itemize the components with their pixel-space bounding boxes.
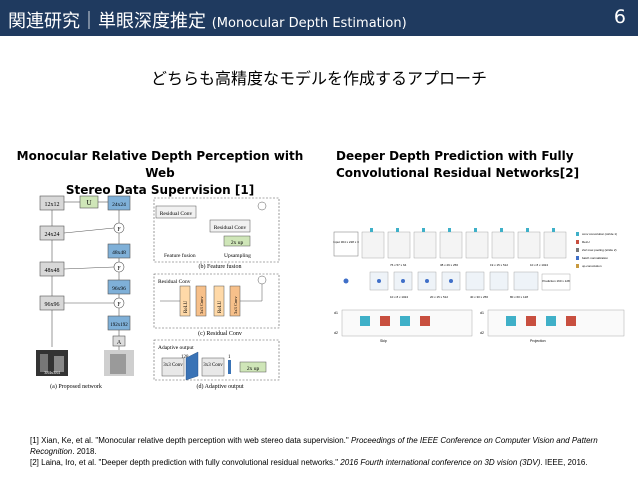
fusion-f-label: F (117, 227, 121, 233)
decoder-row (369, 271, 539, 291)
conv-label: 3x3 Conv (233, 296, 238, 314)
residual-conv-title: Residual Conv (158, 279, 191, 285)
slide-title: 関連研究｜単眼深度推定 (Monocular Depth Estimation) (8, 7, 407, 33)
scale-label: 24x24 (45, 232, 60, 238)
encoder-accents (370, 228, 555, 232)
references: [1] Xian, Ke, et al. "Monocular relative… (30, 435, 630, 468)
right-paper-title: Deeper Depth Prediction with Fully Convo… (336, 148, 631, 182)
legend-item: conv convolution (stride 1) (582, 232, 617, 236)
decoder-scale-label: 96x96 (112, 286, 126, 292)
fusion-f-label: F (117, 266, 121, 272)
d1-label: d1 (480, 311, 484, 315)
header-bar: 関連研究｜単眼深度推定 (Monocular Depth Estimation)… (0, 0, 638, 36)
right-architecture-figure: Input 304 x 228 x 3 76 x 57 x 64 38 x 29… (330, 218, 630, 353)
left-paper-title: Monocular Relative Depth Perception with… (10, 148, 310, 199)
d2-label: d2 (334, 331, 338, 335)
relu-label: ReLU (184, 300, 189, 313)
encoder-row (361, 231, 567, 259)
page-number: 6 (613, 6, 626, 28)
fusion-f-label: F (117, 302, 121, 308)
projection-panel: d1 Projection d2 (480, 309, 625, 343)
two-x-up-label: 2x up (231, 240, 244, 246)
decoder-scales: 24x24 F 48x48 F 96x96 F 192x192 A (63, 195, 131, 352)
d2-label: d2 (480, 331, 484, 335)
encoder-scales: 12x12 24x24 48x48 96x96 (39, 195, 65, 347)
adaptive-two-x-up: 2x up (247, 366, 260, 372)
relu-label: ReLU (218, 300, 223, 313)
upsample-u-label: U (86, 199, 91, 207)
scale-label: 48x48 (45, 268, 60, 274)
caption-c: (c) Residual Conv (198, 330, 242, 337)
right-title-line1: Deeper Depth Prediction with Fully (336, 149, 574, 163)
scale-label: 12x12 (45, 202, 60, 208)
adaptive-output-panel: Adaptive output 128 3x3 Conv 3x3 Conv 1 … (153, 339, 280, 390)
upsampling-label: Upsampling (224, 253, 251, 259)
decoder-scale-label: 24x24 (112, 202, 126, 208)
left-title-line1: Monocular Relative Depth Perception with… (16, 149, 304, 180)
legend-item: 2x2 max pooling (stride 2) (582, 248, 617, 252)
input-label: Input 304 x 228 x 3 (333, 240, 359, 244)
size-label-bottom: 80 x 60 x 128 (510, 295, 528, 299)
slide-subtitle: (Monocular Depth Estimation) (211, 16, 407, 31)
residual-conv-panel: Residual Conv ReLU 3x3 Conv ReLU 3x3 Con… (153, 273, 280, 337)
skip-label: Skip (380, 339, 387, 343)
left-title-line2: Stereo Data Supervision [1] (65, 183, 255, 197)
legend-item: ReLU (582, 240, 590, 244)
size-label-bottom: 20 x 15 x 512 (430, 295, 448, 299)
image-size-label: 384x384 (44, 370, 61, 375)
conv-label: 3x3 Conv (199, 296, 204, 314)
caption-b: (b) Feature fusion (199, 263, 242, 270)
reference-1-text: [1] Xian, Ke, et al. "Monocular relative… (30, 436, 351, 445)
d1-label: d1 (334, 311, 338, 315)
adaptive-conv-b: 3x3 Conv (203, 363, 223, 368)
scale-label: 96x96 (45, 302, 60, 308)
slide-title-text: 関連研究｜単眼深度推定 (8, 11, 206, 32)
caption-d: (d) Adaptive output (197, 383, 244, 390)
conv-128-label: 128 (181, 355, 189, 360)
right-legend: conv convolution (stride 1) ReLU 2x2 max… (576, 232, 617, 268)
decoder-scale-label: 192x192 (110, 323, 128, 328)
reference-2-venue: 2016 Fourth international conference on … (340, 458, 541, 467)
reference-1-tail: . 2018. (72, 447, 97, 456)
residual-conv-label: Residual Conv (160, 211, 193, 217)
size-label-top: 76 x 57 x 64 (390, 263, 407, 267)
reference-2-tail: . IEEE, 2016. (540, 458, 588, 467)
legend-item: batch normalization (582, 256, 608, 260)
reference-2: [2] Laina, Iro, et al. "Deeper depth pre… (30, 457, 630, 468)
feature-fusion-label: Feature fusion (164, 252, 196, 259)
left-architecture-svg: 12x12 24x24 48x48 96x96 U 24x24 F 48x48 … (36, 195, 280, 390)
size-label-top: 38 x 29 x 256 (440, 263, 458, 267)
residual-conv-label: Residual Conv (214, 225, 247, 231)
projection-label: Projection (530, 339, 546, 343)
reference-1: [1] Xian, Ke, et al. "Monocular relative… (30, 435, 630, 457)
adaptive-a-label: A (117, 340, 122, 346)
size-label-bottom: 40 x 30 x 256 (470, 295, 488, 299)
size-label-bottom: 10 x 8 x 1024 (390, 295, 408, 299)
adaptive-conv-a: 3x3 Conv (163, 363, 183, 368)
channel-one-label: 1 (228, 355, 231, 360)
right-architecture-svg: Input 304 x 228 x 3 76 x 57 x 64 38 x 29… (333, 228, 625, 343)
size-label-top: 19 x 15 x 512 (490, 263, 508, 267)
left-architecture-figure: 12x12 24x24 48x48 96x96 U 24x24 F 48x48 … (30, 192, 288, 402)
skip-panel: d1 Skip d2 (334, 309, 473, 343)
decoder-scale-label: 48x48 (112, 250, 126, 256)
feature-fusion-panel: Residual Conv Residual Conv 2x up Featur… (153, 197, 280, 270)
adaptive-output-title: Adaptive output (158, 345, 194, 351)
caption-a: (a) Proposed network (50, 383, 102, 390)
lead-text: どちらも高精度なモデルを作成するアプローチ (150, 69, 487, 88)
decoder-accents (343, 278, 453, 284)
right-title-line2: Convolutional Residual Networks[2] (336, 166, 580, 180)
reference-1-venue: Proceedings of the IEEE Conference on Co… (30, 436, 598, 456)
prediction-label: Prediction 160 x 128 (542, 279, 570, 283)
legend-item: up-convolution (582, 264, 602, 268)
reference-2-text: [2] Laina, Iro, et al. "Deeper depth pre… (30, 458, 341, 467)
size-label-top: 10 x 8 x 1024 (530, 263, 548, 267)
